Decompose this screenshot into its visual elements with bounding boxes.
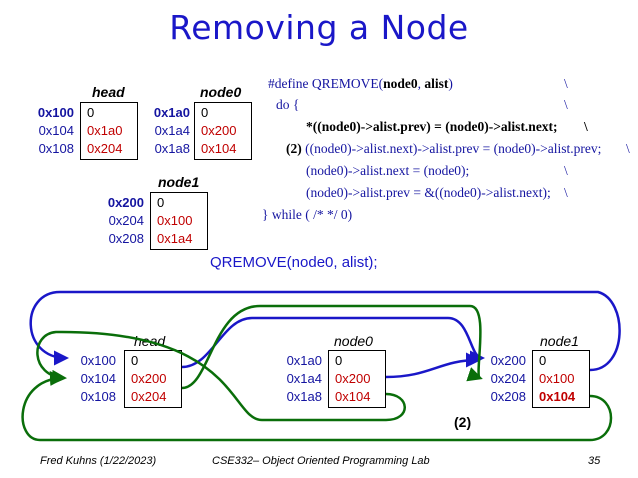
top-node0-val-0: 0: [201, 105, 209, 120]
bottom-node1-label: node1: [540, 333, 579, 349]
bottom-node0-addr-2: 0x1a8: [286, 389, 322, 404]
code-line-5: (node0)->alist.next = (node0);: [306, 163, 470, 178]
top-node1-addresses: 0x200 0x204 0x208: [98, 194, 144, 248]
code-continuation-4: \: [626, 141, 630, 156]
bottom-head-val-2: 0x204: [131, 389, 167, 404]
bottom-head-box: 0 0x200 0x204: [124, 350, 182, 408]
top-head-val-2: 0x204: [87, 141, 123, 156]
bottom-node1-val-2: 0x104: [539, 389, 576, 404]
bottom-node1-box: 0 0x100 0x104: [532, 350, 590, 408]
bottom-node0-val-0: 0: [335, 353, 343, 368]
bottom-node1-val-0: 0: [539, 353, 547, 368]
bottom-node1-val-1: 0x100: [539, 371, 575, 386]
top-node1-label: node1: [158, 174, 200, 190]
arrow-node0-next: [385, 352, 481, 379]
code-line-4: (2) ((node0)->alist.next)->alist.prev = …: [286, 141, 602, 156]
bottom-head-val-0: 0: [131, 353, 139, 368]
code-line-define: #define QREMOVE(node0, alist): [268, 76, 453, 91]
bottom-node1-addr-0: 0x200: [490, 353, 526, 368]
footer-course: CSE332– Object Oriented Programming Lab: [212, 455, 430, 467]
code-line-do: do {: [276, 97, 300, 112]
top-node0-addresses: 0x1a0 0x1a4 0x1a8: [144, 104, 190, 158]
top-node0-addr-0: 0x1a0: [153, 105, 190, 120]
top-node1-addr-0: 0x200: [107, 195, 144, 210]
code-continuation-2: \: [564, 97, 568, 112]
slide-title: Removing a Node: [169, 8, 469, 47]
bottom-node0-addresses: 0x1a0 0x1a4 0x1a8: [276, 352, 322, 406]
bottom-node0-label: node0: [334, 333, 373, 349]
code-continuation-6: \: [564, 185, 568, 200]
bottom-head-addresses: 0x100 0x104 0x108: [70, 352, 116, 406]
bottom-head-val-1: 0x200: [131, 371, 167, 386]
step-label: (2): [454, 414, 472, 430]
bottom-head-addr-1: 0x104: [80, 371, 116, 386]
bottom-node1-addr-1: 0x204: [490, 371, 526, 386]
bottom-node1-addr-2: 0x208: [490, 389, 526, 404]
top-node0-box: 0 0x200 0x104: [194, 102, 252, 160]
top-node1-val-2: 0x1a4: [157, 231, 193, 246]
footer-author: Fred Kuhns (1/22/2023): [40, 455, 157, 467]
bottom-node0-addr-0: 0x1a0: [286, 353, 322, 368]
bottom-head-addr-0: 0x100: [80, 353, 116, 368]
top-node1-addr-1: 0x204: [108, 213, 144, 228]
macro-call: QREMOVE(node0, alist);: [210, 254, 378, 271]
top-head-addr-2: 0x108: [38, 141, 74, 156]
bottom-node0-addr-1: 0x1a4: [286, 371, 322, 386]
code-line-while: } while ( /* */ 0): [262, 207, 353, 222]
code-continuation-1: \: [564, 76, 568, 91]
top-head-val-1: 0x1a0: [87, 123, 123, 138]
top-node0-addr-1: 0x1a4: [154, 123, 190, 138]
top-head-addr-1: 0x104: [38, 123, 74, 138]
arrow-head-next: [181, 316, 485, 369]
top-head-box: 0 0x1a0 0x204: [80, 102, 138, 160]
top-node0-label: node0: [200, 84, 242, 100]
top-node1-addr-2: 0x208: [108, 231, 144, 246]
arrow-head-prev: [181, 304, 483, 390]
top-head-addr-0: 0x100: [37, 105, 74, 120]
top-node0-val-2: 0x104: [201, 141, 237, 156]
top-node1-val-1: 0x100: [157, 213, 193, 228]
top-head-label: head: [92, 84, 125, 100]
top-node0-addr-2: 0x1a8: [154, 141, 190, 156]
bottom-node1-addresses: 0x200 0x204 0x208: [480, 352, 526, 406]
arrow-node1-prev: [21, 371, 613, 442]
top-head-addresses: 0x100 0x104 0x108: [28, 104, 74, 158]
code-continuation-5: \: [564, 163, 568, 178]
bottom-node0-val-2: 0x104: [335, 389, 371, 404]
footer-page-number: 35: [588, 455, 601, 467]
top-node1-box: 0 0x100 0x1a4: [150, 192, 208, 250]
arrow-node0-prev: [36, 330, 406, 422]
bottom-head-addr-2: 0x108: [80, 389, 116, 404]
top-node0-val-1: 0x200: [201, 123, 237, 138]
top-node1-val-0: 0: [157, 195, 165, 210]
bottom-node0-box: 0 0x200 0x104: [328, 350, 386, 408]
code-line-3: *((node0)->alist.prev) = (node0)->alist.…: [306, 119, 558, 134]
bottom-node0-val-1: 0x200: [335, 371, 371, 386]
code-line-6: (node0)->alist.prev = &((node0)->alist.n…: [306, 185, 551, 200]
top-head-val-0: 0: [87, 105, 95, 120]
arrow-node1-next: [29, 290, 621, 372]
code-continuation-3: \: [584, 119, 588, 134]
